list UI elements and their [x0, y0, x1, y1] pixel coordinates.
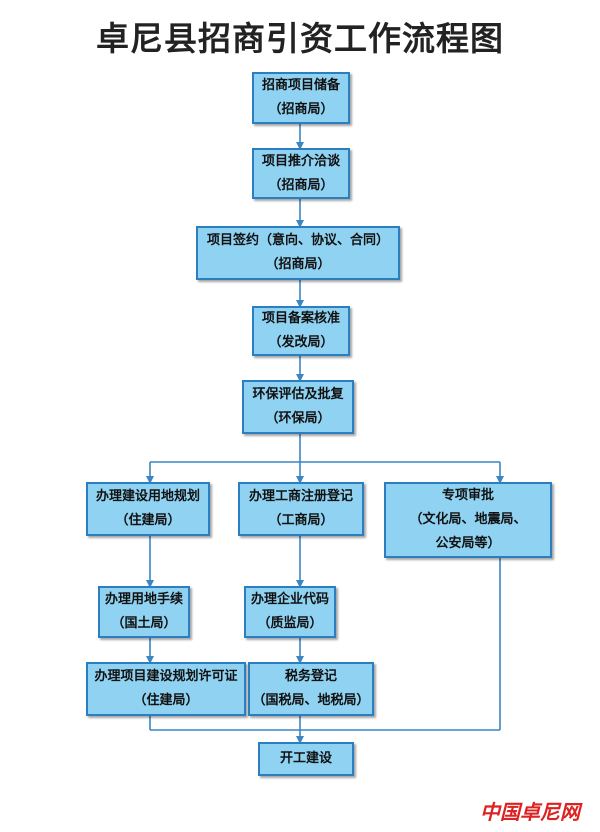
- node-special-approval: 专项审批 （文化局、地震局、 公安局等）: [384, 482, 552, 558]
- node-label: 项目推介洽谈: [261, 153, 340, 169]
- node-label: 项目备案核准: [261, 311, 340, 326]
- node-agency: （招商局）: [268, 102, 334, 117]
- node-organization-code: 办理企业代码 （质监局）: [244, 586, 336, 638]
- node-agency: （住建局）: [115, 513, 181, 528]
- node-label: 开工建设: [279, 751, 332, 766]
- node-agency: （文化局、地震局、: [409, 512, 527, 527]
- node-agency: （环保局）: [265, 411, 331, 426]
- node-label: 专项审批: [441, 488, 494, 503]
- node-agency: （国税局、地税局）: [252, 693, 370, 708]
- node-label: 项目签约（意向、协议、合同）: [206, 233, 389, 248]
- node-agency-cont: 公安局等）: [435, 536, 501, 551]
- node-label: 办理建设用地规划: [95, 489, 200, 504]
- node-label: 招商项目储备: [261, 78, 340, 93]
- node-label: 办理企业代码: [250, 592, 329, 607]
- node-agency: （发改局）: [268, 335, 334, 350]
- node-land-procedures: 办理用地手续 （国土局）: [98, 586, 190, 638]
- node-project-reserve: 招商项目储备 （招商局）: [252, 72, 350, 124]
- node-tax-registration: 税务登记 （国税局、地税局）: [248, 662, 374, 716]
- node-label: 办理用地手续: [104, 592, 183, 607]
- page-title: 卓尼县招商引资工作流程图: [96, 19, 504, 58]
- node-land-planning: 办理建设用地规划 （住建局）: [86, 482, 210, 536]
- node-environmental-assessment: 环保评估及批复 （环保局）: [242, 380, 354, 434]
- node-construction-permit: 办理项目建设规划许可证 （住建局）: [86, 662, 246, 716]
- node-agency: （住建局）: [133, 693, 199, 708]
- node-project-approval: 项目备案核准 （发改局）: [252, 306, 350, 356]
- watermark-logo: 中国卓尼网: [480, 800, 580, 824]
- node-project-promotion: 项目推介洽谈 （招商局）: [252, 148, 350, 199]
- node-start-construction: 开工建设: [258, 742, 354, 776]
- node-agency: （质监局）: [257, 616, 323, 631]
- node-label: 办理项目建设规划许可证: [94, 669, 238, 684]
- node-agency: （国土局）: [111, 616, 177, 631]
- node-project-signing: 项目签约（意向、协议、合同） （招商局）: [196, 226, 400, 280]
- node-label: 税务登记: [284, 669, 337, 684]
- node-agency: （招商局）: [268, 177, 334, 193]
- node-label: 环保评估及批复: [252, 387, 344, 402]
- node-agency: （招商局）: [265, 257, 331, 272]
- node-agency: （工商局）: [268, 513, 334, 528]
- node-label: 办理工商注册登记: [248, 489, 353, 504]
- node-business-registration: 办理工商注册登记 （工商局）: [238, 482, 364, 536]
